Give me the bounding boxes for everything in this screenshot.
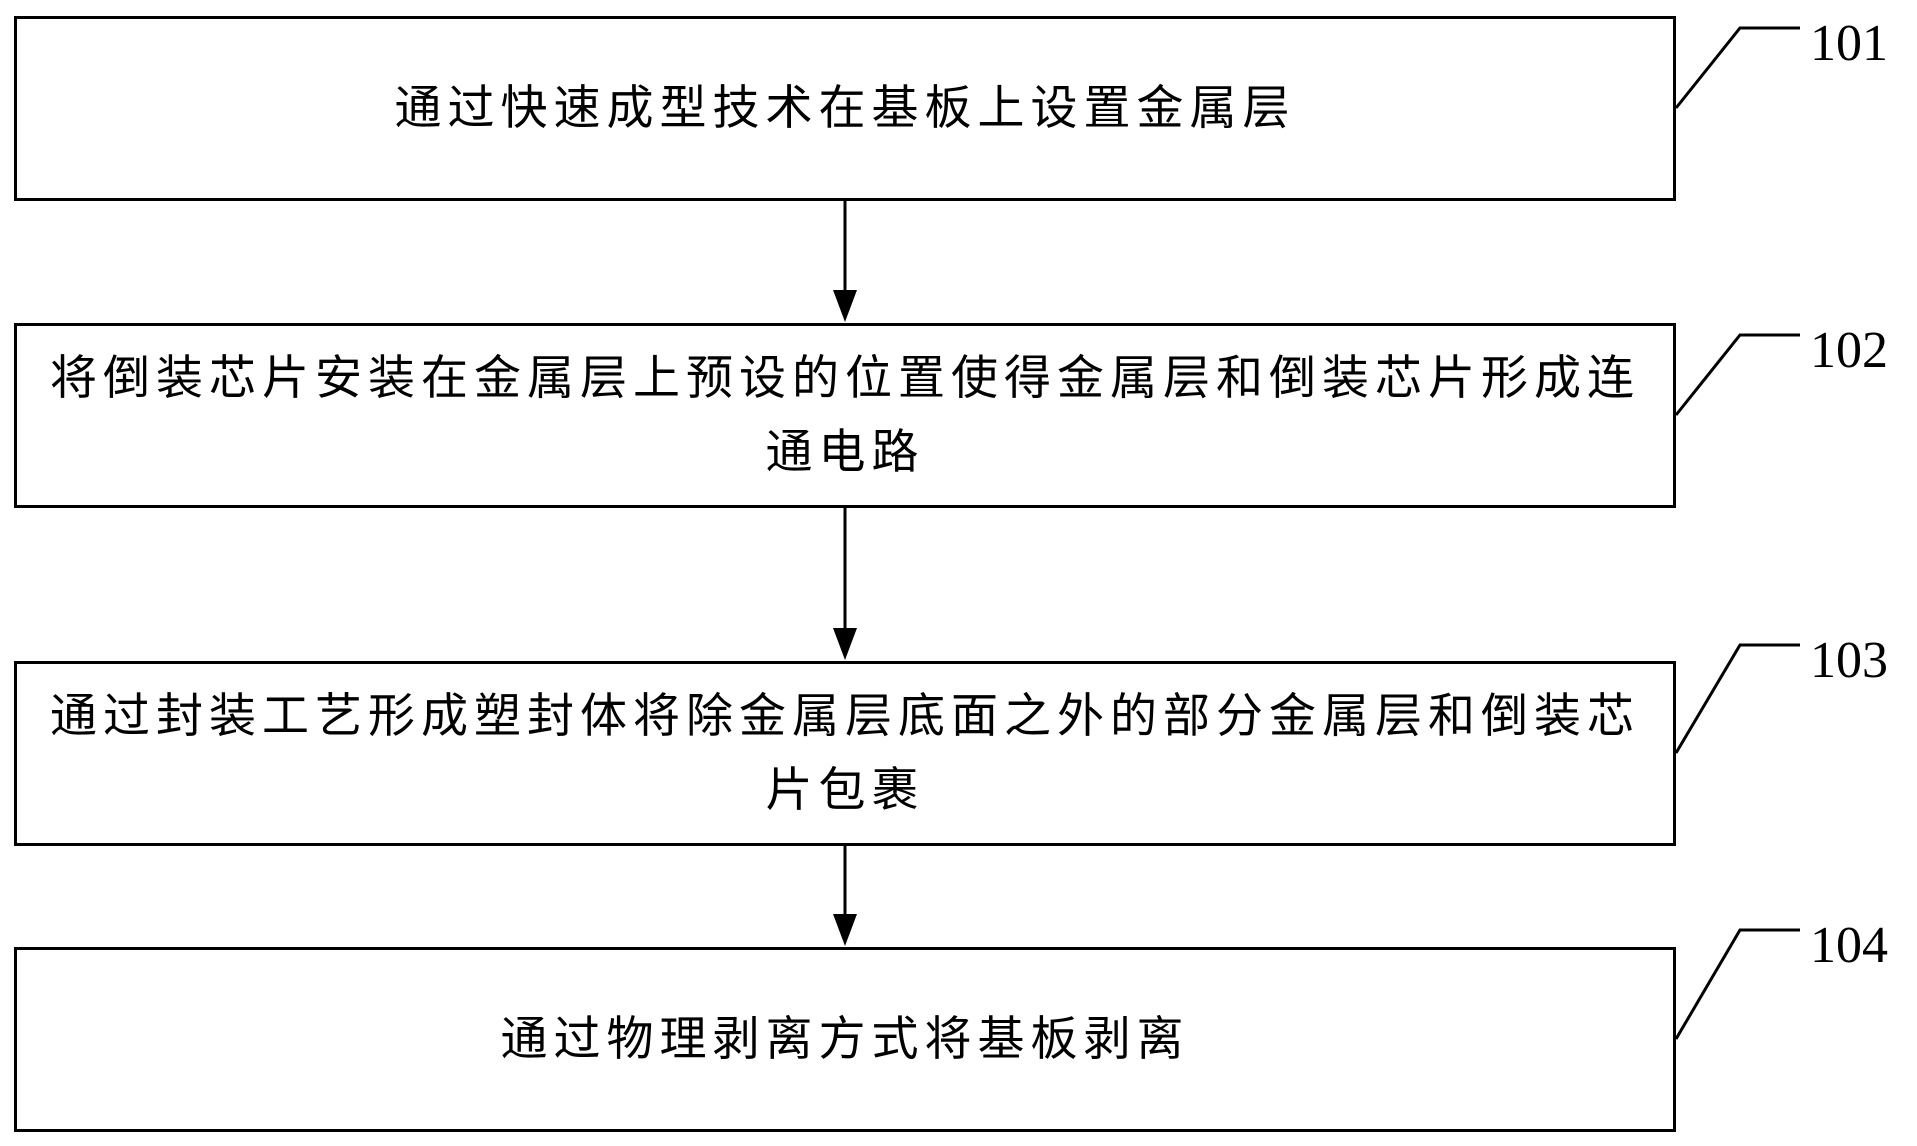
step-text-102: 将倒装芯片安装在金属层上预设的位置使得金属层和倒装芯片形成连通电路 [17,342,1673,490]
step-number-103: 103 [1810,635,1888,687]
leader-line-103 [1676,645,1800,753]
step-box-104: 通过物理剥离方式将基板剥离 [14,947,1676,1132]
flow-arrow-101-102 [833,201,857,322]
leader-line-102 [1676,335,1800,415]
step-number-104: 104 [1810,920,1888,972]
step-number-101: 101 [1810,18,1888,70]
step-text-104: 通过物理剥离方式将基板剥离 [493,1003,1198,1077]
step-box-101: 通过快速成型技术在基板上设置金属层 [14,16,1676,201]
flow-arrow-102-103 [833,508,857,660]
step-text-101: 通过快速成型技术在基板上设置金属层 [387,72,1304,146]
step-text-103: 通过封装工艺形成塑封体将除金属层底面之外的部分金属层和倒装芯片包裹 [17,680,1673,828]
step-number-102: 102 [1810,325,1888,377]
step-box-103: 通过封装工艺形成塑封体将除金属层底面之外的部分金属层和倒装芯片包裹 [14,661,1676,846]
leader-line-104 [1676,930,1800,1039]
step-box-102: 将倒装芯片安装在金属层上预设的位置使得金属层和倒装芯片形成连通电路 [14,323,1676,508]
leader-line-101 [1676,28,1800,108]
flow-arrow-103-104 [833,846,857,946]
